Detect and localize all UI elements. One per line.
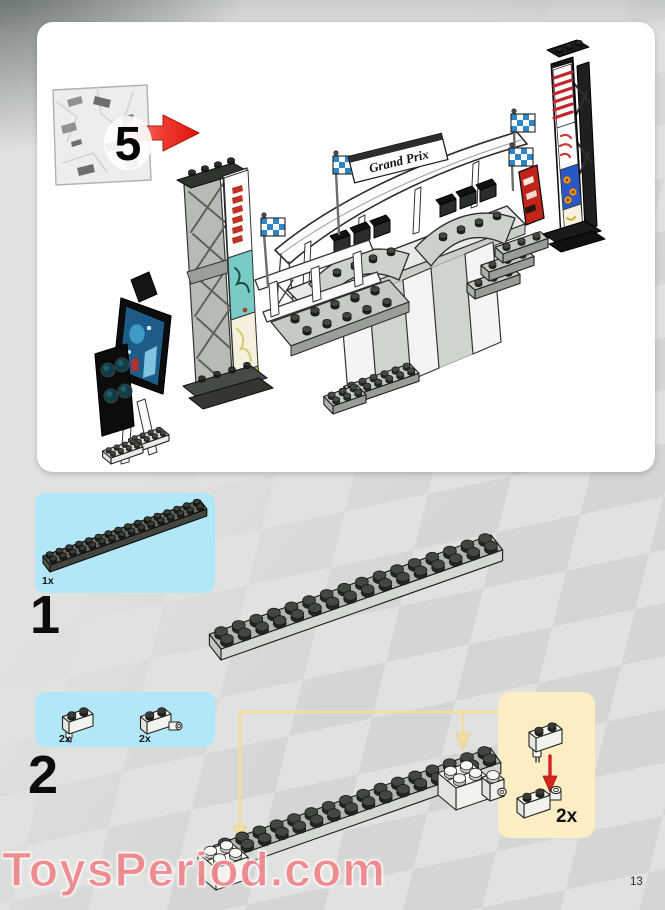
red-banner [518, 164, 545, 226]
callout-top-brick [528, 722, 563, 763]
part-plate-2x16-icon [42, 498, 208, 573]
assembly-overview-illustration: 5 Grand Prix [52, 39, 606, 465]
overview-panel: 5 Grand Prix [37, 22, 655, 472]
part-count-label: 2x [139, 733, 151, 745]
plate-2x16-step1 [208, 533, 504, 661]
light-base-plate [102, 438, 144, 465]
page-number: 13 [630, 876, 643, 888]
bag-number: 5 [115, 118, 142, 171]
step-2-number: 2 [28, 745, 59, 805]
step-1-number: 1 [30, 585, 61, 645]
callout-count-label: 2x [556, 806, 578, 827]
plate-2x16-dark [42, 498, 208, 573]
right-billboard-tower [542, 39, 606, 253]
watermark-text: ToysPeriod.com [1, 843, 386, 897]
step-1-illustration [208, 533, 504, 661]
under-deck-plate [323, 383, 367, 415]
brick-1x2-with-side-stud-icon [139, 707, 183, 735]
parts-box-step-1: 1x [35, 493, 215, 593]
part-count-label: 2x [59, 733, 71, 745]
